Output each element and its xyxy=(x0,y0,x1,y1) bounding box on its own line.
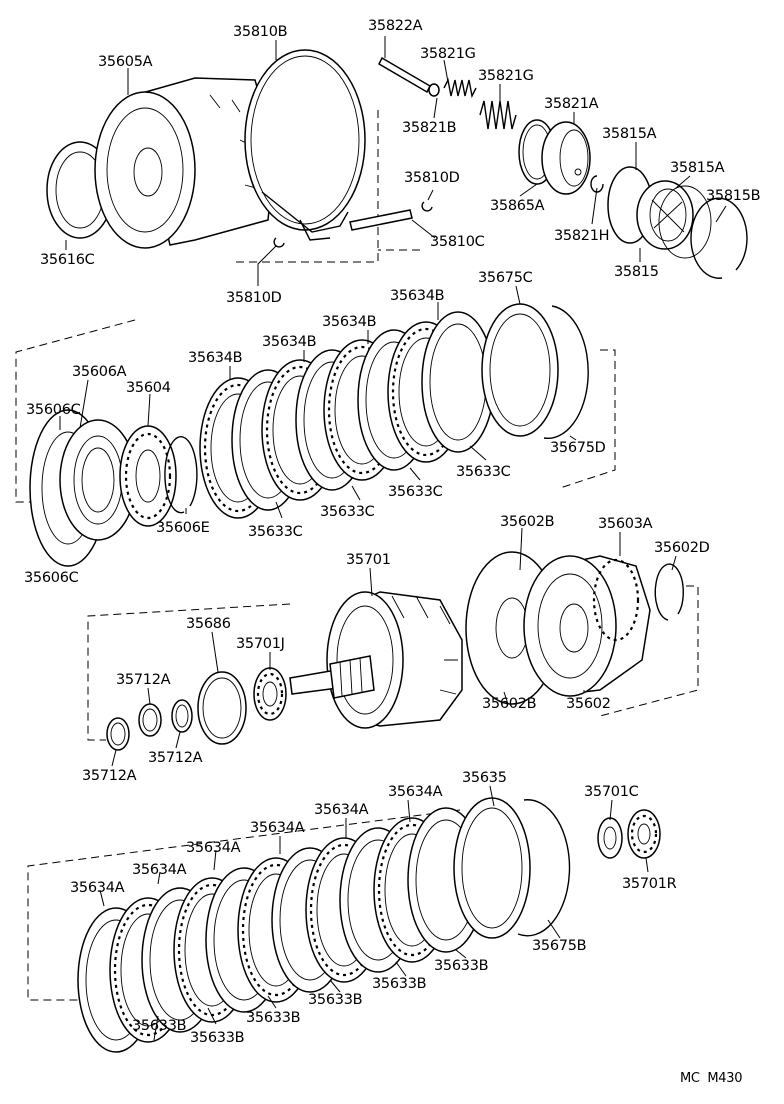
footer-code: MC M430 xyxy=(680,1071,742,1086)
part-35606a-clutch-piston xyxy=(59,419,137,541)
label-35821h: 35821H xyxy=(554,228,609,244)
label-35815: 35815 xyxy=(614,264,659,280)
part-35701r-thrust-bearing xyxy=(627,809,661,859)
label-35701j: 35701J xyxy=(236,636,285,652)
part-35604-return-spring-set xyxy=(119,425,177,527)
label-35633b-1: 35633B xyxy=(434,958,488,974)
label-35634a-6: 35634A xyxy=(70,880,125,896)
part-35701-clutch-hub xyxy=(289,591,463,729)
label-35701c: 35701C xyxy=(584,784,639,800)
label-35822a: 35822A xyxy=(368,18,423,34)
part-35701j-thrust-bearing xyxy=(253,667,287,721)
label-35634a-2: 35634A xyxy=(314,802,369,818)
label-35815a-1: 35815A xyxy=(602,126,657,142)
part-labels: 35605A 35810B 35822A 35821G 35821G 35821… xyxy=(24,18,761,1086)
label-35633b-4: 35633B xyxy=(246,1010,300,1026)
part-35821b-washer xyxy=(428,83,440,97)
part-35822a-piston-rod xyxy=(378,56,431,94)
clutch-disc-stack-b xyxy=(77,797,531,1053)
label-35675c: 35675C xyxy=(478,270,533,286)
label-35675d: 35675D xyxy=(550,440,606,456)
label-35821a: 35821A xyxy=(544,96,599,112)
part-35810d-e-clip-lower xyxy=(273,237,285,248)
label-35821g-1: 35821G xyxy=(420,46,476,62)
section-2-clutch-pack xyxy=(15,285,616,567)
part-35821g-inner-spring xyxy=(443,77,477,99)
label-35603a: 35603A xyxy=(598,516,653,532)
label-35602b-1: 35602B xyxy=(500,514,554,530)
section-4-clutch-pack-b xyxy=(27,785,661,1053)
part-35821a-servo-piston xyxy=(541,121,591,195)
label-35712a-1: 35712A xyxy=(116,672,171,688)
label-35686: 35686 xyxy=(186,616,231,632)
part-35602-clutch-cylinder xyxy=(523,555,651,697)
label-35701r: 35701R xyxy=(622,876,677,892)
label-35701: 35701 xyxy=(346,552,391,568)
label-35675b: 35675B xyxy=(532,938,586,954)
label-35815b: 35815B xyxy=(706,188,760,204)
label-35633b-5: 35633B xyxy=(190,1030,244,1046)
section-3-hub-assembly xyxy=(87,527,699,767)
label-35634b-2: 35634B xyxy=(322,314,376,330)
label-35634b-1: 35634B xyxy=(390,288,444,304)
part-35821h-snap-ring xyxy=(590,175,604,193)
label-35810d-2: 35810D xyxy=(226,290,282,306)
label-35810b: 35810B xyxy=(233,24,287,40)
label-35633c-2: 35633C xyxy=(388,484,443,500)
label-35821b: 35821B xyxy=(402,120,456,136)
part-35603a-spring-retainer xyxy=(592,558,640,642)
label-35606c-2: 35606C xyxy=(24,570,79,586)
label-35635: 35635 xyxy=(462,770,507,786)
part-35686-seal-ring xyxy=(197,671,247,745)
clutch-disc-stack-c xyxy=(199,303,559,519)
label-35712a-3: 35712A xyxy=(82,768,137,784)
label-35633c-3: 35633C xyxy=(320,504,375,520)
label-35602b-2: 35602B xyxy=(482,696,536,712)
label-35633c-1: 35633C xyxy=(456,464,511,480)
label-35634a-1: 35634A xyxy=(388,784,443,800)
part-35815-servo-cover xyxy=(636,180,694,250)
label-35602d: 35602D xyxy=(654,540,710,556)
label-35606c-1: 35606C xyxy=(26,402,81,418)
label-35633b-2: 35633B xyxy=(372,976,426,992)
label-35633c-4: 35633C xyxy=(248,524,303,540)
part-35712a-bushing-2 xyxy=(138,703,162,737)
label-35605a: 35605A xyxy=(98,54,153,70)
label-35602: 35602 xyxy=(566,696,611,712)
label-35810c: 35810C xyxy=(430,234,485,250)
part-35712a-bushing-1 xyxy=(106,717,130,751)
label-35634a-5: 35634A xyxy=(132,862,187,878)
label-35712a-2: 35712A xyxy=(148,750,203,766)
label-35865a: 35865A xyxy=(490,198,545,214)
part-35675d-snap-ring xyxy=(543,305,589,440)
part-35810c-band-pin xyxy=(349,209,413,231)
part-35675b-snap-ring xyxy=(517,799,571,937)
section-1-drum-band-servo xyxy=(46,36,748,286)
label-35633b-6: 35633B xyxy=(132,1018,186,1034)
label-35606a: 35606A xyxy=(72,364,127,380)
label-35606e: 35606E xyxy=(156,520,210,536)
label-35815a-2: 35815A xyxy=(670,160,725,176)
label-35821g-2: 35821G xyxy=(478,68,534,84)
part-35810d-e-clip-upper xyxy=(421,201,433,212)
part-35701c-bearing-race xyxy=(597,817,623,859)
label-35616c: 35616C xyxy=(40,252,95,268)
label-35634a-4: 35634A xyxy=(186,840,241,856)
label-35633b-3: 35633B xyxy=(308,992,362,1008)
label-35604: 35604 xyxy=(126,380,171,396)
part-35810b-brake-band xyxy=(244,49,366,241)
part-35821g-outer-spring xyxy=(479,100,517,130)
part-35815b-snap-ring xyxy=(690,197,748,279)
label-35634a-3: 35634A xyxy=(250,820,305,836)
label-35810d-1: 35810D xyxy=(404,170,460,186)
part-35605a-clutch-drum xyxy=(94,77,276,249)
label-35634b-4: 35634B xyxy=(188,350,242,366)
part-35602d-snap-ring xyxy=(654,563,684,621)
part-35815a-o-ring-rear xyxy=(658,185,712,259)
part-35712a-bushing-3 xyxy=(171,699,193,733)
label-35634b-3: 35634B xyxy=(262,334,316,350)
part-35606e-snap-ring xyxy=(164,436,198,514)
